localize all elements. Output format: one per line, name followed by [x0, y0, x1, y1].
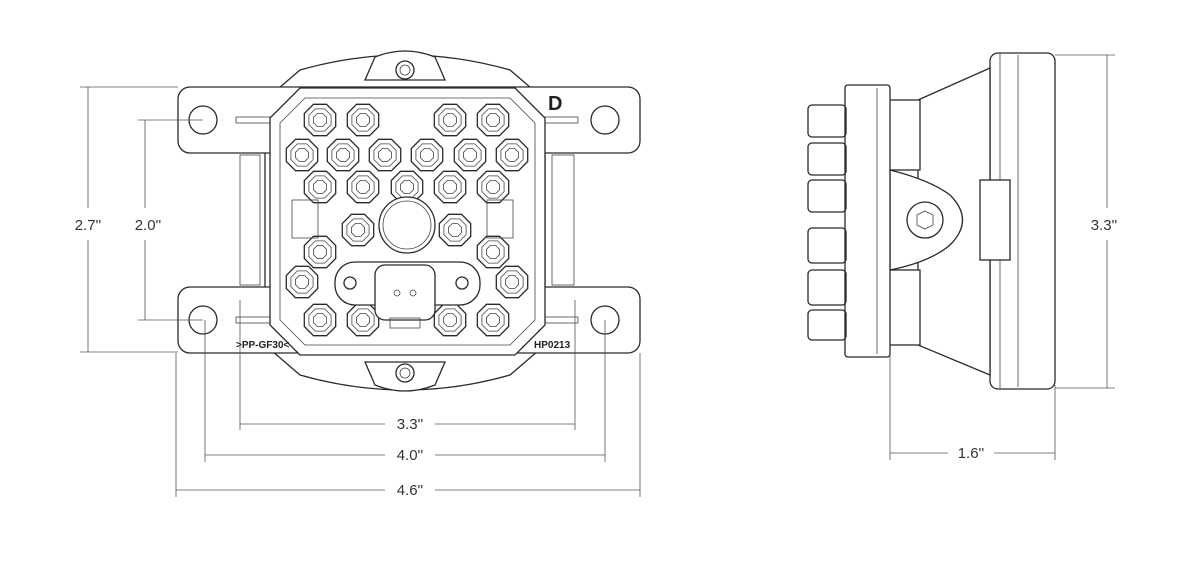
- heatsink-lower: [887, 269, 921, 346]
- side-clip: [979, 179, 1011, 261]
- flange: [844, 84, 891, 358]
- led-optic-icon: [341, 213, 375, 247]
- mount-ear: [889, 169, 964, 271]
- side-view: [807, 52, 1056, 390]
- led-optic-icon: [476, 103, 510, 137]
- dim-depth: 1.6'': [958, 445, 985, 462]
- led-optic-icon: [303, 303, 337, 337]
- top-boss: [364, 50, 446, 81]
- led-optic-icon: [410, 138, 444, 172]
- led-optic-icon: [303, 103, 337, 137]
- led-optic-icon: [495, 265, 529, 299]
- heatsink-upper: [887, 99, 921, 171]
- dimension-lines: 2.7'' 2.0'' 3.3'' 4.0'' 4.6'' 3.3'' 1.6'…: [75, 54, 1118, 499]
- led-optic-icon: [346, 103, 380, 137]
- led-optic-icon: [346, 170, 380, 204]
- bottom-boss: [364, 361, 446, 392]
- led-optic-icon: [433, 103, 467, 137]
- led-optic-icon: [476, 170, 510, 204]
- left-side-clip: [239, 154, 261, 286]
- marking-letter: D: [548, 93, 562, 115]
- dim-side-height: 3.3'': [1091, 217, 1118, 234]
- heatsink-fin: [807, 142, 847, 176]
- led-optic-icon: [326, 138, 360, 172]
- led-optic-icon: [476, 303, 510, 337]
- front-view: D >PP-GF30< HP0213: [177, 50, 641, 392]
- dim-hole-spacing-horizontal: 4.0'': [397, 447, 424, 464]
- led-optic-icon: [476, 235, 510, 269]
- dim-hole-spacing-vertical: 2.0'': [135, 217, 162, 234]
- dim-body-width: 3.3'': [397, 416, 424, 433]
- dim-overall-height: 2.7'': [75, 217, 102, 234]
- marking-part-code: HP0213: [534, 340, 571, 351]
- led-optic-icon: [285, 265, 319, 299]
- latch-left: [291, 199, 319, 239]
- connector: [374, 264, 436, 321]
- led-optic-icon: [438, 213, 472, 247]
- led-optic-icon: [303, 170, 337, 204]
- heatsink-fins: [807, 104, 847, 341]
- bolt: [906, 201, 944, 239]
- center-vent: [378, 196, 436, 254]
- right-side-clip: [551, 154, 575, 286]
- marking-material: >PP-GF30<: [236, 340, 290, 351]
- dim-overall-width: 4.6'': [397, 482, 424, 499]
- mount-hole: [590, 105, 620, 135]
- led-optic-icon: [285, 138, 319, 172]
- led-optic-icon: [433, 170, 467, 204]
- led-array: [285, 103, 529, 337]
- heatsink-fin: [807, 269, 847, 306]
- heatsink-fin: [807, 104, 847, 138]
- led-optic-icon: [303, 235, 337, 269]
- led-optic-icon: [453, 138, 487, 172]
- led-optic-icon: [368, 138, 402, 172]
- latch-right: [486, 199, 514, 239]
- led-optic-icon: [495, 138, 529, 172]
- heatsink-fin: [807, 227, 847, 264]
- heatsink-fin: [807, 309, 847, 341]
- heatsink-fin: [807, 179, 847, 213]
